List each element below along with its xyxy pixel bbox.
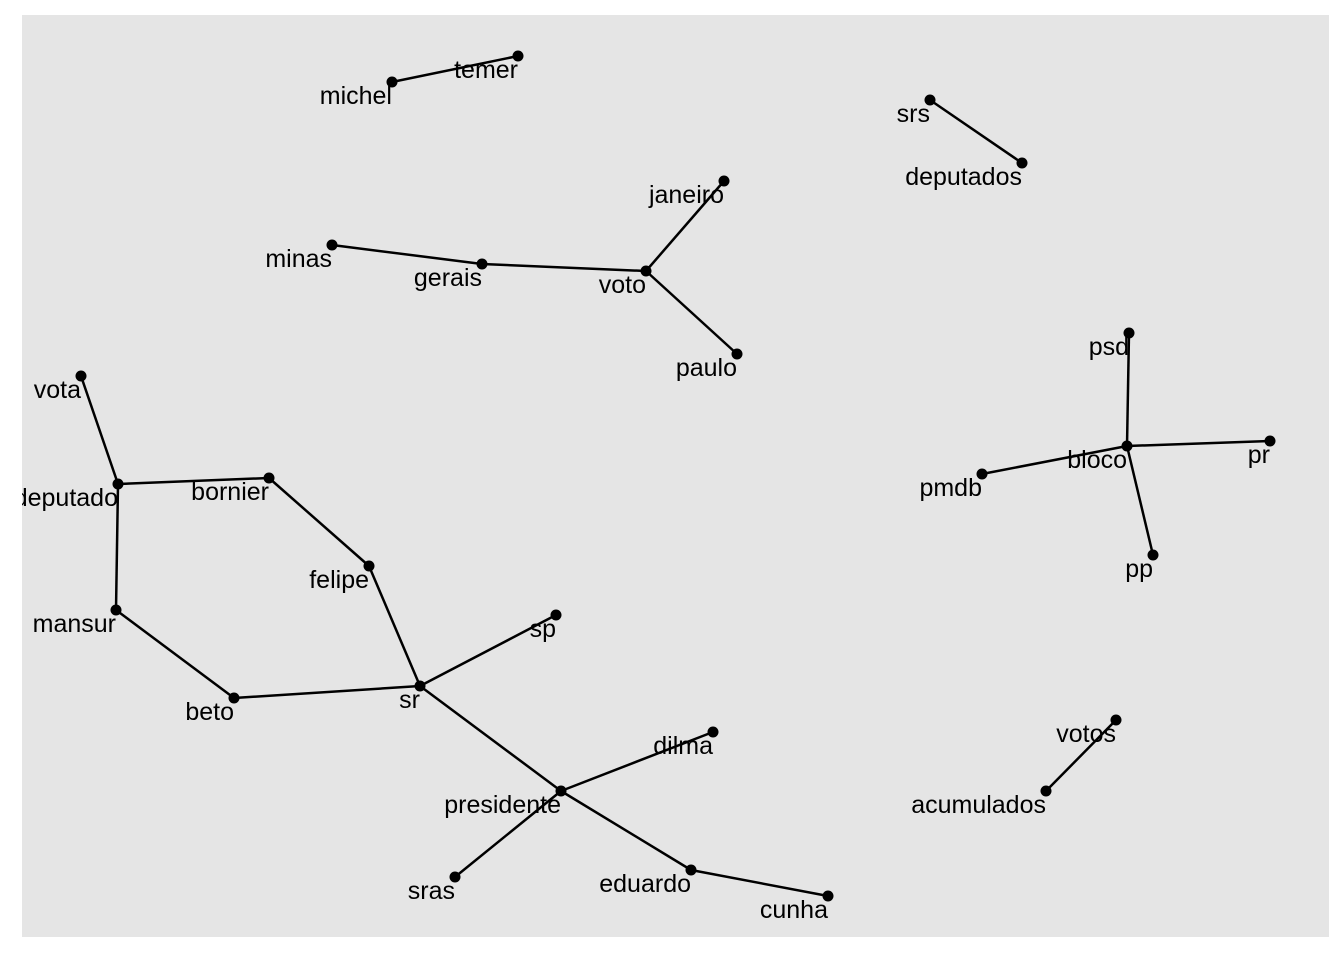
edge-vota-deputado bbox=[79, 375, 120, 485]
edge-deputado-bornier bbox=[117, 476, 270, 486]
node-deputado bbox=[112, 478, 124, 490]
node-label-srs: srs bbox=[897, 100, 930, 128]
node-label-janeiro: janeiro bbox=[648, 181, 724, 209]
node-paulo bbox=[731, 348, 743, 360]
edge-presidente-dilma bbox=[560, 730, 714, 793]
node-felipe bbox=[363, 560, 375, 572]
edge-bloco-pp bbox=[1125, 445, 1155, 556]
node-pmdb bbox=[976, 468, 988, 480]
node-bloco bbox=[1121, 440, 1133, 452]
node-label-felipe: felipe bbox=[309, 566, 369, 594]
node-label-michel: michel bbox=[320, 82, 392, 110]
edge-felipe-sr bbox=[367, 565, 422, 687]
edge-michel-temer bbox=[391, 54, 519, 84]
node-sr bbox=[414, 680, 426, 692]
plot-panel bbox=[22, 15, 1329, 937]
node-deputados bbox=[1016, 157, 1028, 169]
node-label-acumulados: acumulados bbox=[911, 791, 1046, 819]
node-label-mansur: mansur bbox=[33, 610, 116, 638]
node-minas bbox=[326, 239, 338, 251]
node-label-dilma: dilma bbox=[653, 732, 713, 760]
edge-sr-presidente bbox=[419, 684, 562, 793]
node-label-eduardo: eduardo bbox=[599, 870, 691, 898]
edge-bornier-felipe bbox=[268, 477, 370, 567]
edge-voto-janeiro bbox=[645, 180, 725, 272]
node-temer bbox=[512, 50, 524, 62]
node-label-presidente: presidente bbox=[444, 791, 561, 819]
edge-voto-paulo bbox=[645, 270, 738, 355]
node-srs bbox=[924, 94, 936, 106]
edge-psd-bloco bbox=[1125, 332, 1131, 447]
labels: michel temer srs deputados janeiro minas gerai… bbox=[14, 56, 1270, 924]
node-label-sp: sp bbox=[530, 615, 556, 643]
node-sp bbox=[550, 609, 562, 621]
node-label-pp: pp bbox=[1125, 555, 1153, 583]
edge-sr-sp bbox=[419, 613, 557, 688]
edge-bloco-pr bbox=[1126, 439, 1271, 448]
node-label-psd: psd bbox=[1089, 333, 1129, 361]
node-votos bbox=[1110, 714, 1122, 726]
edges bbox=[79, 54, 1271, 898]
node-psd bbox=[1123, 327, 1135, 339]
node-eduardo bbox=[685, 864, 697, 876]
edge-deputado-mansur bbox=[114, 483, 120, 611]
node-janeiro bbox=[718, 175, 730, 187]
node-label-deputado: deputado bbox=[14, 484, 118, 512]
node-vota bbox=[75, 370, 87, 382]
node-label-pr: pr bbox=[1248, 441, 1270, 469]
edge-mansur-beto bbox=[115, 608, 235, 700]
edge-eduardo-cunha bbox=[690, 868, 829, 898]
node-label-deputados: deputados bbox=[905, 163, 1022, 191]
node-label-temer: temer bbox=[454, 56, 518, 84]
node-mansur bbox=[110, 604, 122, 616]
node-label-paulo: paulo bbox=[676, 354, 737, 382]
node-acumulados bbox=[1040, 785, 1052, 797]
node-michel bbox=[386, 76, 398, 88]
edge-minas-gerais bbox=[331, 243, 483, 266]
edge-presidente-sras bbox=[454, 790, 562, 878]
node-dilma bbox=[707, 726, 719, 738]
node-pp bbox=[1147, 549, 1159, 561]
node-label-cunha: cunha bbox=[760, 896, 828, 924]
node-label-vota: vota bbox=[34, 376, 81, 404]
node-label-beto: beto bbox=[185, 698, 234, 726]
edge-beto-sr bbox=[233, 684, 421, 700]
edge-votos-acumulados bbox=[1045, 719, 1117, 792]
node-label-gerais: gerais bbox=[414, 264, 482, 292]
node-gerais bbox=[476, 258, 488, 270]
nodes bbox=[75, 50, 1276, 902]
node-label-votos: votos bbox=[1056, 720, 1116, 748]
node-label-minas: minas bbox=[265, 245, 332, 273]
edge-srs-deputados bbox=[929, 98, 1023, 165]
node-label-bloco: bloco bbox=[1067, 446, 1127, 474]
node-sras bbox=[449, 871, 461, 883]
node-pr bbox=[1264, 435, 1276, 447]
edge-presidente-eduardo bbox=[560, 789, 692, 872]
node-label-sras: sras bbox=[408, 877, 455, 905]
node-label-sr: sr bbox=[399, 686, 420, 714]
edge-bloco-pmdb bbox=[981, 444, 1128, 476]
node-cunha bbox=[822, 890, 834, 902]
node-bornier bbox=[263, 472, 275, 484]
node-beto bbox=[228, 692, 240, 704]
node-voto bbox=[640, 265, 652, 277]
node-label-bornier: bornier bbox=[191, 478, 269, 506]
node-label-pmdb: pmdb bbox=[919, 474, 982, 502]
node-label-voto: voto bbox=[599, 271, 646, 299]
edge-gerais-voto bbox=[481, 262, 647, 273]
node-presidente bbox=[555, 785, 567, 797]
